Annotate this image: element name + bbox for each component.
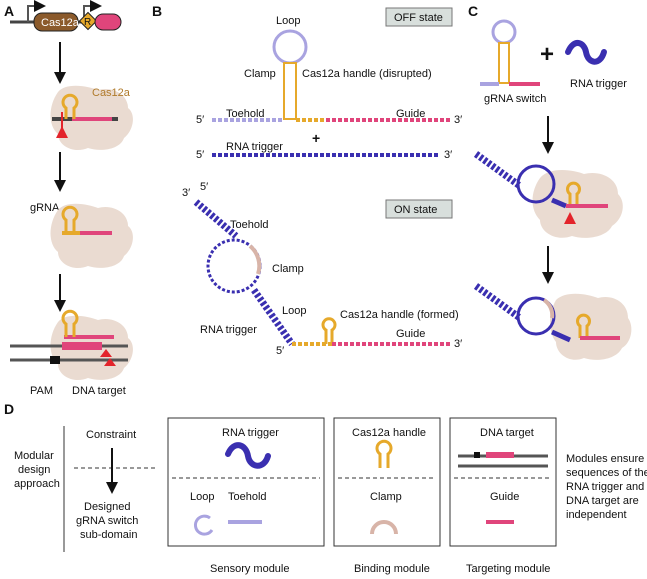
toehold-label-off: Toehold — [226, 108, 265, 120]
off-state-label: OFF state — [394, 12, 443, 24]
strand-c1 — [551, 197, 567, 209]
five-prime-on: 5′ — [276, 345, 284, 357]
grna-2 — [61, 205, 112, 235]
targeting-bottom: Guide — [490, 491, 519, 503]
targeting-top: DNA target — [480, 427, 534, 439]
riboregulator-diamond — [78, 11, 98, 31]
side-label-2: design — [18, 464, 50, 476]
toehold-duplex-on — [193, 199, 239, 239]
designed-label-2: gRNA switch — [76, 515, 138, 527]
clamp-label-on: Clamp — [272, 263, 304, 275]
clamp-stem-off — [283, 62, 297, 120]
promoter-arrow-1 — [27, 0, 46, 22]
sensory-loop-label: Loop — [190, 491, 214, 503]
clamp-arc-on — [248, 244, 262, 275]
designed-label-3: sub-domain — [80, 529, 137, 541]
grna-1 — [52, 93, 118, 138]
note-line-2: sequences of the — [566, 467, 647, 479]
sensory-caption: Sensory module — [210, 563, 290, 575]
three-prime-off: 3′ — [454, 114, 462, 126]
handle-c1 — [564, 181, 608, 224]
constraint-label: Constraint — [86, 429, 136, 441]
three-prime-trigger: 3′ — [444, 149, 452, 161]
loop-icon-d — [194, 514, 214, 536]
loop-duplex-on — [251, 287, 295, 347]
five-prime-off: 5′ — [196, 114, 204, 126]
grna-switch-icon — [480, 19, 540, 86]
sensory-toehold-label: Toehold — [228, 491, 267, 503]
handle-c2 — [576, 313, 620, 340]
gene-construct: Cas12a R — [10, 0, 122, 32]
binding-bottom: Clamp — [370, 491, 402, 503]
clamp-icon-d — [370, 520, 398, 535]
gene-label: Cas12a — [41, 17, 80, 29]
plus-b: + — [312, 130, 320, 146]
targeting-caption: Targeting module — [466, 563, 550, 575]
toehold-label-on: Toehold — [230, 219, 269, 231]
loop-label-on: Loop — [282, 305, 306, 317]
off-state-box — [385, 7, 453, 27]
loop-circle-off — [272, 29, 308, 65]
side-label-1: Modular — [14, 450, 54, 462]
panel-a-label: A — [4, 3, 14, 19]
guide-label-on: Guide — [396, 328, 425, 340]
protein-label: Cas12a — [92, 87, 131, 99]
dna-target-complex — [10, 309, 128, 366]
strand-c2 — [550, 329, 572, 343]
note-line-3: RNA trigger and — [566, 481, 644, 493]
three-prime-on: 3′ — [182, 187, 190, 199]
cas12a-protein-c2 — [550, 293, 632, 360]
note-line-5: independent — [566, 509, 627, 521]
on-state-box — [385, 199, 453, 219]
pam-label: PAM — [30, 385, 53, 397]
three-prime-on-end: 3′ — [454, 338, 462, 350]
handle-icon-d — [375, 439, 393, 468]
grna-switch-label: gRNA switch — [484, 93, 546, 105]
targeting-module-box — [449, 417, 557, 547]
binding-module-box — [333, 417, 441, 547]
grna-label: gRNA — [30, 202, 60, 214]
rna-trigger-label-off: RNA trigger — [226, 141, 283, 153]
side-label-3: approach — [14, 478, 60, 490]
sensory-top: RNA trigger — [222, 427, 279, 439]
handle-formed-on — [321, 317, 337, 344]
panel-b-label: B — [152, 3, 162, 19]
binding-top: Cas12a handle — [352, 427, 426, 439]
binding-caption: Binding module — [354, 563, 430, 575]
cas12a-gene-box — [33, 12, 79, 32]
cleavage-triangle — [56, 126, 68, 138]
rna-trigger-label-on: RNA trigger — [200, 324, 257, 336]
designed-label-1: Designed — [84, 501, 130, 513]
five-prime-trigger: 5′ — [196, 149, 204, 161]
trigger-duplex-c2 — [473, 283, 523, 321]
handle-formed-label: Cas12a handle (formed) — [340, 309, 459, 321]
loop-label-off: Loop — [276, 15, 300, 27]
rna-trigger-label-c: RNA trigger — [570, 78, 627, 90]
promoter-r-label: R — [84, 17, 91, 28]
panel-c-label: C — [468, 3, 478, 19]
grna-gene-box — [94, 13, 122, 31]
dna-target-label: DNA target — [72, 385, 126, 397]
clamp-c2 — [542, 298, 555, 319]
rna-trigger-icon-d — [225, 442, 271, 469]
guide-label-off: Guide — [396, 108, 425, 120]
note-line-4: DNA target are — [566, 495, 639, 507]
on-state-label: ON state — [394, 204, 437, 216]
five-prime-on-top: 5′ — [200, 181, 208, 193]
loop-c1 — [516, 164, 556, 204]
cas12a-protein-2 — [50, 203, 133, 269]
plus-c: + — [540, 41, 554, 68]
trigger-duplex-c1 — [473, 151, 523, 189]
panel-d-label: D — [4, 401, 14, 417]
note-line-1: Modules ensure — [566, 453, 644, 465]
handle-disrupted-label: Cas12a handle (disrupted) — [302, 68, 432, 80]
dna-target-icon-d — [458, 452, 548, 468]
rna-trigger-icon-c — [565, 40, 607, 65]
clamp-label-off: Clamp — [244, 68, 276, 80]
